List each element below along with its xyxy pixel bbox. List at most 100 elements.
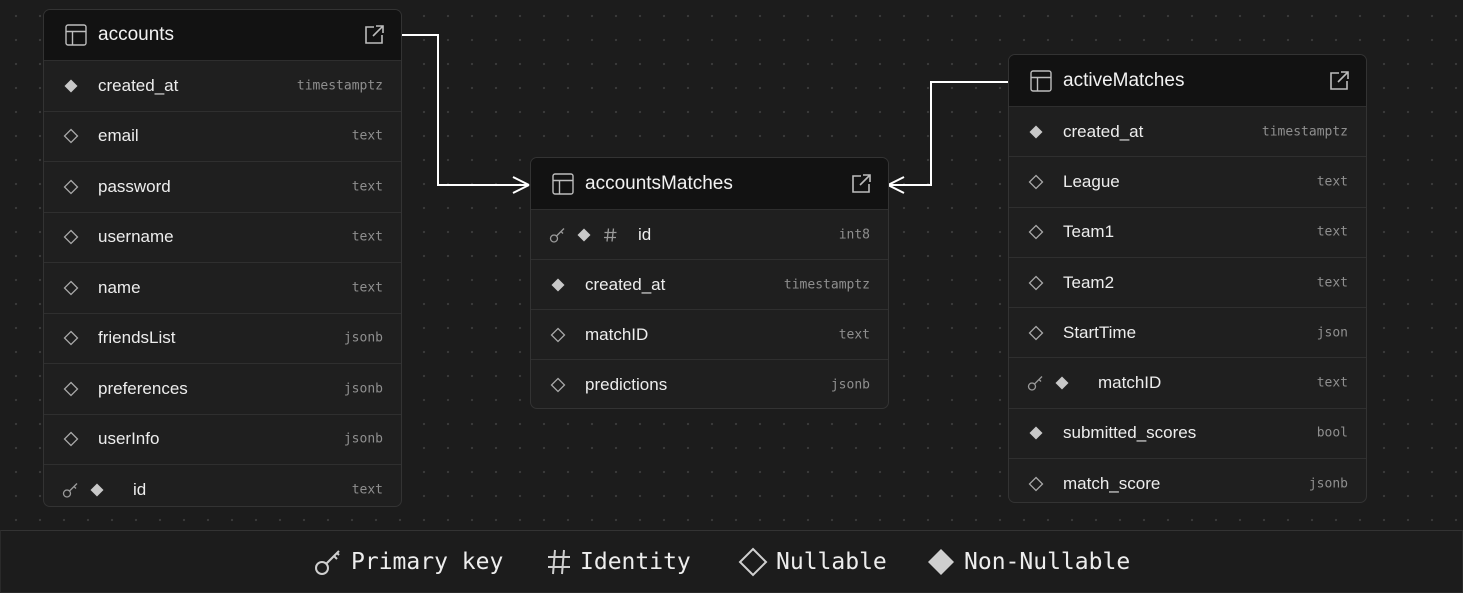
nullability-marker <box>550 377 566 393</box>
legend-label: Primary key <box>351 548 504 575</box>
edge-accounts-to-accountsMatches <box>401 34 530 194</box>
nullability-marker <box>1028 325 1044 341</box>
nullability-marker <box>1028 425 1044 441</box>
column-type: jsonb <box>830 377 870 392</box>
column-name: Team1 <box>1063 222 1115 242</box>
column-row-submitted_scores[interactable]: submitted_scores bool <box>1009 409 1366 460</box>
column-name: preferences <box>98 378 188 398</box>
column-type: text <box>351 482 383 498</box>
nullable-icon <box>1028 174 1044 190</box>
table-icon <box>552 173 574 195</box>
column-type: text <box>1316 275 1348 291</box>
primary-key-marker <box>1027 375 1044 392</box>
nullability-marker <box>63 330 79 346</box>
non-nullable-icon <box>1055 376 1069 390</box>
legend-label: Nullable <box>776 548 887 575</box>
nullability-marker <box>89 482 105 498</box>
column-name: created_at <box>585 274 666 294</box>
column-type: jsonb <box>1308 476 1348 492</box>
identity-icon <box>604 227 617 242</box>
table-icon <box>1030 70 1052 92</box>
primary-key-marker <box>549 226 566 243</box>
column-type: timestamptz <box>296 78 383 94</box>
column-name: match_score <box>1063 473 1161 493</box>
column-row-email[interactable]: email text <box>44 112 401 162</box>
nullability-marker <box>63 229 79 245</box>
column-type: timestamptz <box>783 277 870 292</box>
open-table-icon[interactable] <box>363 24 385 46</box>
column-type: int8 <box>838 227 870 242</box>
nullable-icon <box>1028 476 1044 492</box>
column-name: matchID <box>1098 373 1162 393</box>
column-row-created_at[interactable]: created_at timestamptz <box>531 260 888 310</box>
nullability-marker <box>63 78 79 94</box>
open-table-icon[interactable] <box>1328 70 1350 92</box>
diamond-outline-icon <box>738 547 768 576</box>
legend: Primary key Identity Nullable Non-Nullab… <box>0 530 1463 593</box>
column-type: jsonb <box>343 330 383 346</box>
table-header: activeMatches <box>1009 55 1366 107</box>
nullability-marker <box>63 431 79 447</box>
column-type: text <box>1316 375 1348 391</box>
column-name: League <box>1063 171 1120 191</box>
nullability-marker <box>63 128 79 144</box>
nullability-marker <box>1028 275 1044 291</box>
nullability-marker <box>1028 476 1044 492</box>
identity-marker <box>603 227 618 243</box>
nullability-marker <box>63 381 79 397</box>
column-row-name[interactable]: name text <box>44 263 401 314</box>
column-type: text <box>351 179 383 195</box>
nullability-marker <box>1028 224 1044 240</box>
column-type: bool <box>1316 425 1348 441</box>
legend-primary-key: Primary key <box>313 531 503 592</box>
nullability-marker <box>1054 375 1070 391</box>
column-type: text <box>351 229 383 245</box>
column-row-created_at[interactable]: created_at timestamptz <box>44 61 401 112</box>
legend-identity: Identity <box>546 531 691 592</box>
nullable-icon <box>63 330 79 346</box>
column-type: json <box>1316 325 1348 341</box>
column-name: name <box>98 277 141 297</box>
nullable-icon <box>550 327 566 342</box>
column-row-match_score[interactable]: match_score jsonb <box>1009 459 1366 502</box>
non-nullable-icon <box>1029 125 1043 139</box>
column-type: text <box>351 280 383 296</box>
column-type: text <box>351 128 383 144</box>
key-icon <box>315 549 340 575</box>
column-name: email <box>98 126 139 146</box>
table-header: accounts <box>44 10 401 61</box>
nullable-icon <box>550 377 566 392</box>
legend-nullable: Nullable <box>738 531 887 592</box>
open-table-icon[interactable] <box>850 173 872 195</box>
column-name: StartTime <box>1063 322 1137 342</box>
column-row-StartTime[interactable]: StartTime json <box>1009 308 1366 359</box>
nullable-icon <box>63 431 79 447</box>
table-name: activeMatches <box>1063 69 1185 91</box>
column-name: submitted_scores <box>1063 423 1197 443</box>
table-name: accounts <box>98 24 175 45</box>
column-name: created_at <box>98 75 179 95</box>
column-row-matchID[interactable]: matchID text <box>1009 358 1366 409</box>
nullability-marker <box>1028 174 1044 190</box>
primary-key-icon <box>62 482 78 498</box>
